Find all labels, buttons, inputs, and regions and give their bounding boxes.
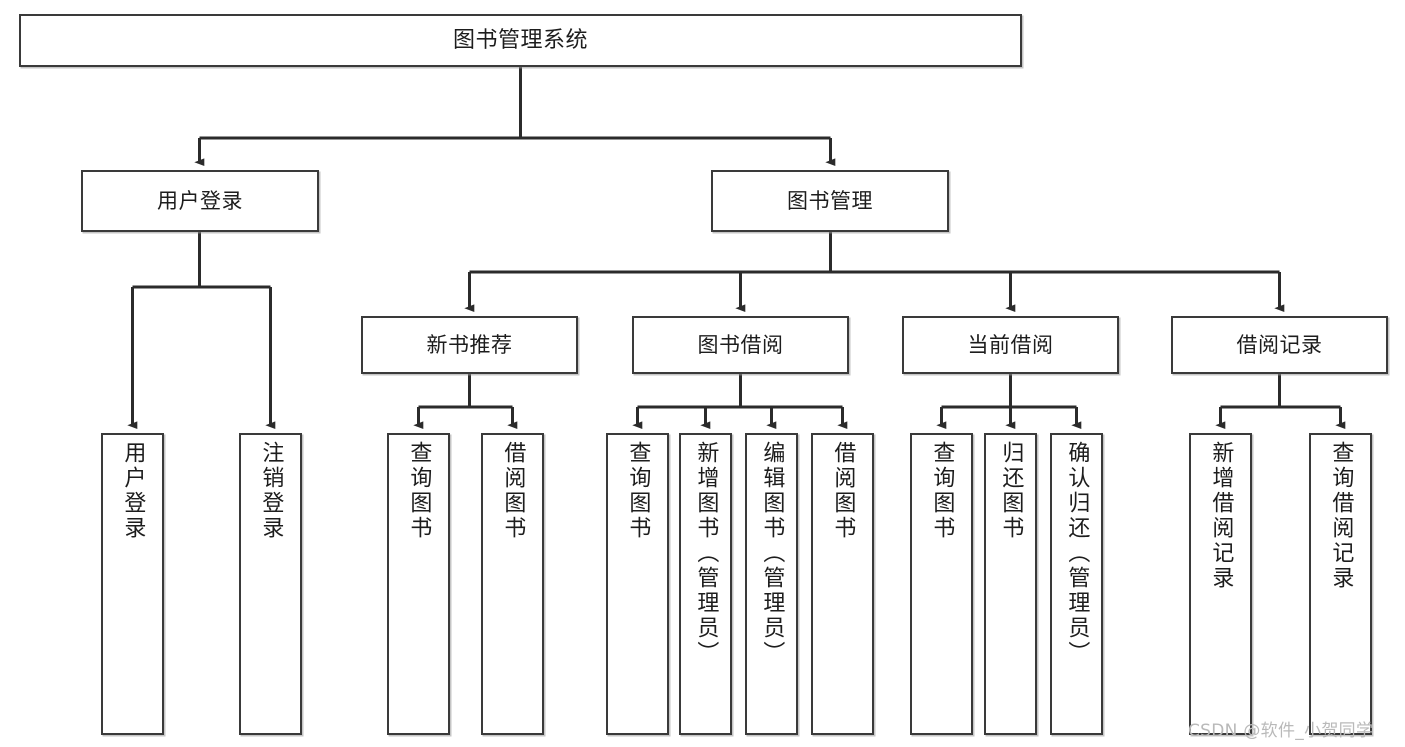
node-leaf-borrow-book-rec-label: 借阅图书 [500,441,526,541]
node-leaf-query-book-cur-label: 查询图书 [929,441,955,541]
node-leaf-query-book-rec[interactable]: 查询图书 [387,433,450,735]
node-new-book-rec[interactable]: 新书推荐 [361,316,578,374]
node-leaf-add-book-label: 新增图书（管理员） [693,441,719,666]
node-leaf-user-login-label: 用户登录 [120,441,146,541]
node-leaf-query-book-rec-label: 查询图书 [406,441,432,541]
node-user-login-label: 用户登录 [157,188,243,213]
node-root[interactable]: 图书管理系统 [19,14,1022,67]
node-leaf-confirm-return-label: 确认归还（管理员） [1064,441,1090,666]
node-current-borrow[interactable]: 当前借阅 [902,316,1119,374]
node-leaf-borrow-book-rec[interactable]: 借阅图书 [481,433,544,735]
node-current-borrow-label: 当前借阅 [967,332,1054,357]
node-borrow-record-label: 借阅记录 [1236,332,1323,357]
node-leaf-query-book-brw-label: 查询图书 [625,441,651,541]
node-leaf-return-book-label: 归还图书 [998,441,1024,541]
node-leaf-query-record[interactable]: 查询借阅记录 [1309,433,1372,735]
node-user-login[interactable]: 用户登录 [81,170,319,232]
node-leaf-edit-book-label: 编辑图书（管理员） [759,441,785,666]
node-book-manage[interactable]: 图书管理 [711,170,949,232]
node-leaf-add-book[interactable]: 新增图书（管理员） [679,433,732,735]
node-leaf-confirm-return[interactable]: 确认归还（管理员） [1050,433,1103,735]
node-leaf-borrow-book-brw-label: 借阅图书 [830,441,856,541]
node-leaf-user-login[interactable]: 用户登录 [101,433,164,735]
node-leaf-edit-book[interactable]: 编辑图书（管理员） [745,433,798,735]
node-leaf-add-record[interactable]: 新增借阅记录 [1189,433,1252,735]
node-leaf-logout-label: 注销登录 [258,441,284,541]
node-leaf-query-book-cur[interactable]: 查询图书 [910,433,973,735]
node-book-manage-label: 图书管理 [787,188,873,213]
node-book-borrow-label: 图书借阅 [697,332,784,357]
node-leaf-query-book-brw[interactable]: 查询图书 [606,433,669,735]
node-book-borrow[interactable]: 图书借阅 [632,316,849,374]
node-leaf-query-record-label: 查询借阅记录 [1328,441,1354,591]
node-root-label: 图书管理系统 [452,27,588,53]
csdn-watermark: CSDN @软件_小贺同学 [1188,721,1374,741]
node-leaf-return-book[interactable]: 归还图书 [984,433,1037,735]
node-borrow-record[interactable]: 借阅记录 [1171,316,1388,374]
node-leaf-logout[interactable]: 注销登录 [239,433,302,735]
node-new-book-rec-label: 新书推荐 [426,332,513,357]
node-leaf-borrow-book-brw[interactable]: 借阅图书 [811,433,874,735]
node-leaf-add-record-label: 新增借阅记录 [1208,441,1234,591]
